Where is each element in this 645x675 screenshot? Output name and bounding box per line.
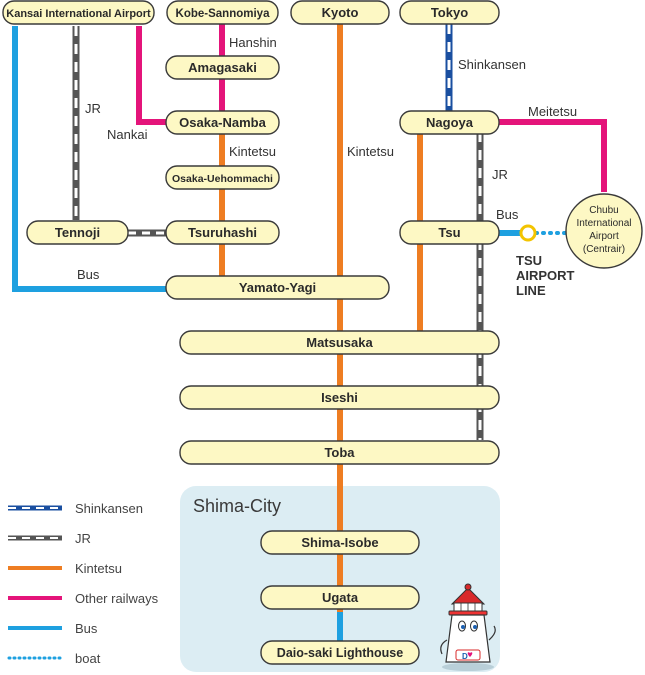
nankai-label: Nankai xyxy=(107,127,148,142)
station-kansai-airport[interactable]: Kansai International Airport xyxy=(2,0,155,25)
shinkansen-label: Shinkansen xyxy=(458,57,526,72)
legend-item-jr: JR xyxy=(8,531,91,546)
legend-item-bus: Bus xyxy=(8,621,98,636)
station-toba[interactable]: Toba xyxy=(179,440,500,465)
station-tsuruhashi[interactable]: Tsuruhashi xyxy=(165,220,280,245)
jr-right-label: JR xyxy=(492,167,508,182)
station-yamato-yagi[interactable]: Yamato-Yagi xyxy=(165,275,390,300)
station-label: Nagoya xyxy=(426,115,474,130)
station-kyoto[interactable]: Kyoto xyxy=(290,0,390,25)
legend-label: Bus xyxy=(75,621,98,636)
legend-label: Other railways xyxy=(75,591,159,606)
station-shima-isobe[interactable]: Shima-Isobe xyxy=(260,530,420,555)
station-label: Osaka-Uehommachi xyxy=(172,173,273,185)
legend: Shinkansen JR Kintetsu Other railways Bu… xyxy=(7,501,159,666)
legend-label: boat xyxy=(75,651,101,666)
station-daiosaki-lighthouse[interactable]: Daio-saki Lighthouse xyxy=(260,640,420,665)
kintetsu-left-label: Kintetsu xyxy=(229,144,276,159)
station-label: Shima-Isobe xyxy=(301,535,378,550)
hanshin-label: Hanshin xyxy=(229,35,277,50)
centrair-label-3: Airport xyxy=(589,231,619,242)
bus-line-kansai-yagi xyxy=(12,26,170,292)
jr-left-label: JR xyxy=(85,101,101,116)
legend-item-shinkansen: Shinkansen xyxy=(8,501,143,516)
station-label: Kobe-Sannomiya xyxy=(176,8,271,20)
station-label: Kansai International Airport xyxy=(6,8,151,20)
station-label: Osaka-Namba xyxy=(179,115,266,130)
legend-label: JR xyxy=(75,531,91,546)
station-matsusaka[interactable]: Matsusaka xyxy=(179,330,500,355)
station-label: Ugata xyxy=(322,590,359,605)
centrair-label-4: (Centrair) xyxy=(583,244,625,255)
tsu-airport-line-label: TSU AIRPORT LINE xyxy=(516,253,575,298)
tsu-airport-line-label-3: LINE xyxy=(516,283,546,298)
station-label: Tokyo xyxy=(431,5,468,20)
station-label: Tennoji xyxy=(55,225,100,240)
station-kobe-sannomiya[interactable]: Kobe-Sannomiya xyxy=(166,0,279,25)
station-label: Daio-saki Lighthouse xyxy=(277,646,403,660)
station-iseshi[interactable]: Iseshi xyxy=(179,385,500,410)
station-centrair[interactable]: Chubu International Airport (Centrair) xyxy=(565,193,643,269)
tsu-airport-line-label-2: AIRPORT xyxy=(516,268,575,283)
station-amagasaki[interactable]: Amagasaki xyxy=(165,55,280,80)
station-tokyo[interactable]: Tokyo xyxy=(399,0,500,25)
station-label: Toba xyxy=(324,445,355,460)
legend-label: Kintetsu xyxy=(75,561,122,576)
nankai-line xyxy=(136,26,168,125)
station-tennoji[interactable]: Tennoji xyxy=(26,220,129,245)
station-label: Tsuruhashi xyxy=(188,225,257,240)
station-label: Matsusaka xyxy=(306,335,373,350)
legend-item-kintetsu: Kintetsu xyxy=(8,561,122,576)
station-nagoya[interactable]: Nagoya xyxy=(399,110,500,135)
bus-left-label: Bus xyxy=(77,267,100,282)
station-label: Iseshi xyxy=(321,390,358,405)
tsu-airport-port-marker xyxy=(519,224,537,242)
station-osaka-namba[interactable]: Osaka-Namba xyxy=(165,110,280,135)
lighthouse-mascot: D xyxy=(440,583,496,671)
kintetsu-center-label: Kintetsu xyxy=(347,144,394,159)
station-osaka-uehommachi[interactable]: Osaka-Uehommachi xyxy=(165,165,280,190)
station-label: Yamato-Yagi xyxy=(239,280,316,295)
meitetsu-line xyxy=(496,119,607,192)
station-label: Tsu xyxy=(438,225,460,240)
shima-city-label: Shima-City xyxy=(193,496,281,516)
centrair-label-2: International xyxy=(576,218,631,229)
mascot-badge: D xyxy=(462,652,468,661)
centrair-label-1: Chubu xyxy=(589,205,618,216)
bus-right-label: Bus xyxy=(496,207,519,222)
station-label: Kyoto xyxy=(322,5,359,20)
tsu-airport-line-label-1: TSU xyxy=(516,253,542,268)
station-ugata[interactable]: Ugata xyxy=(260,585,420,610)
legend-item-other-railways: Other railways xyxy=(8,591,159,606)
legend-label: Shinkansen xyxy=(75,501,143,516)
station-tsu[interactable]: Tsu xyxy=(399,220,500,245)
meitetsu-label: Meitetsu xyxy=(528,104,577,119)
legend-item-boat: boat xyxy=(7,651,101,666)
station-label: Amagasaki xyxy=(188,60,257,75)
